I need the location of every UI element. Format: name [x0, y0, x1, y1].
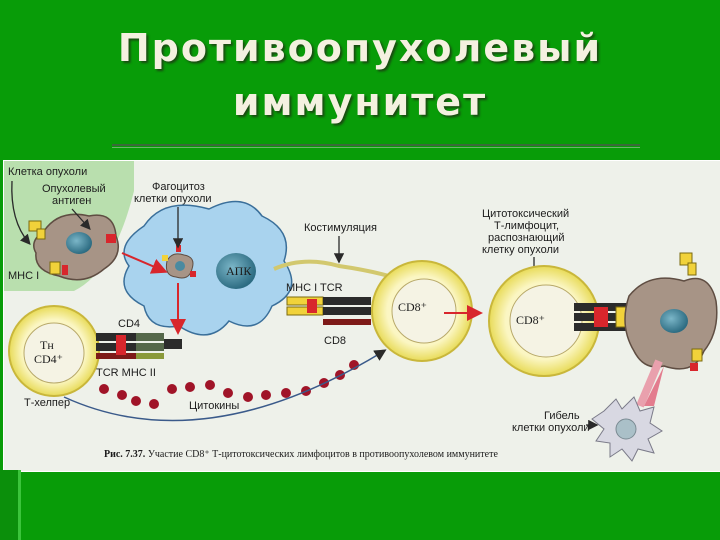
apc-cell: АПК [123, 200, 293, 336]
slide-title-line-2: иммунитет [232, 80, 488, 124]
apc-cd8-band [273, 259, 400, 281]
label-ctl-2: Т-лимфоцит, [494, 220, 559, 232]
label-ctl-3: распознающий [488, 232, 565, 244]
receptor-complex-helper [96, 333, 182, 359]
decorative-side-bar [0, 470, 21, 540]
arrow-tumor-label [11, 180, 31, 245]
label-cd4-plus: CD4⁺ [34, 352, 63, 366]
label-tumor-cell: Клетка опухоли [8, 166, 87, 178]
label-th: Тн [40, 338, 54, 352]
tumor-cell-right [624, 252, 718, 371]
receptor-complex-center [286, 296, 371, 325]
figure-caption: Рис. 7.37. Участие CD8⁺ Т-цитотоксически… [104, 449, 498, 460]
label-cd4: CD4 [118, 318, 140, 330]
t-helper-cell: Тн CD4⁺ [8, 305, 100, 397]
slide-title-line-1: Противоопухолевый [117, 26, 603, 70]
label-cd8: CD8 [324, 335, 346, 347]
label-tcr-mhc2: TCR MHC II [96, 367, 156, 379]
caption-number: Рис. 7.37. [104, 449, 146, 460]
label-ctl-4: клетку опухоли [482, 244, 559, 256]
label-tumor-antigen-2: антиген [52, 195, 91, 207]
title-divider [112, 144, 640, 146]
caption-text: Участие CD8⁺ Т-цитотоксических лимфоцито… [145, 449, 498, 460]
label-cd8-plus-right: CD8⁺ [516, 313, 545, 327]
label-death-2: клетки опухоли [512, 422, 590, 434]
immunity-diagram-figure: Клетка опухоли Опухолевый антиген MHC I … [3, 160, 720, 472]
arrow-to-death-body [636, 359, 663, 408]
arrow-antigen [71, 208, 91, 230]
label-cytokines: Цитокины [189, 400, 239, 412]
arrow-to-death [644, 366, 664, 406]
arrow-cytokines [63, 349, 387, 422]
label-apc: АПК [226, 264, 252, 278]
label-cd8-plus-center: CD8⁺ [398, 300, 427, 314]
receptor-complex-right [574, 303, 632, 331]
label-mhc1-left: MHC I [8, 270, 39, 282]
label-costimulation: Костимуляция [304, 222, 377, 234]
cd8-tcell-center: CD8⁺ [371, 260, 473, 362]
tumor-cell [28, 213, 119, 281]
label-death-1: Гибель [544, 410, 580, 422]
dying-tumor-cell [591, 396, 663, 462]
immunity-diagram: Клетка опухоли Опухолевый антиген MHC I … [4, 161, 718, 462]
arrow-tumor-to-apc [121, 252, 168, 274]
label-ctl-1: Цитотоксический [482, 208, 569, 220]
label-phagocytosis-1: Фагоцитоз [152, 181, 205, 193]
label-phagocytosis-2: клетки опухоли [134, 193, 212, 205]
label-t-helper: Т-хелпер [24, 397, 70, 409]
label-mhc1-tcr: MHC I TCR [286, 282, 343, 294]
label-tumor-antigen-1: Опухолевый [42, 183, 106, 195]
cd8-tcell-right: CD8⁺ [488, 265, 600, 377]
title-divider-highlight [112, 147, 640, 148]
